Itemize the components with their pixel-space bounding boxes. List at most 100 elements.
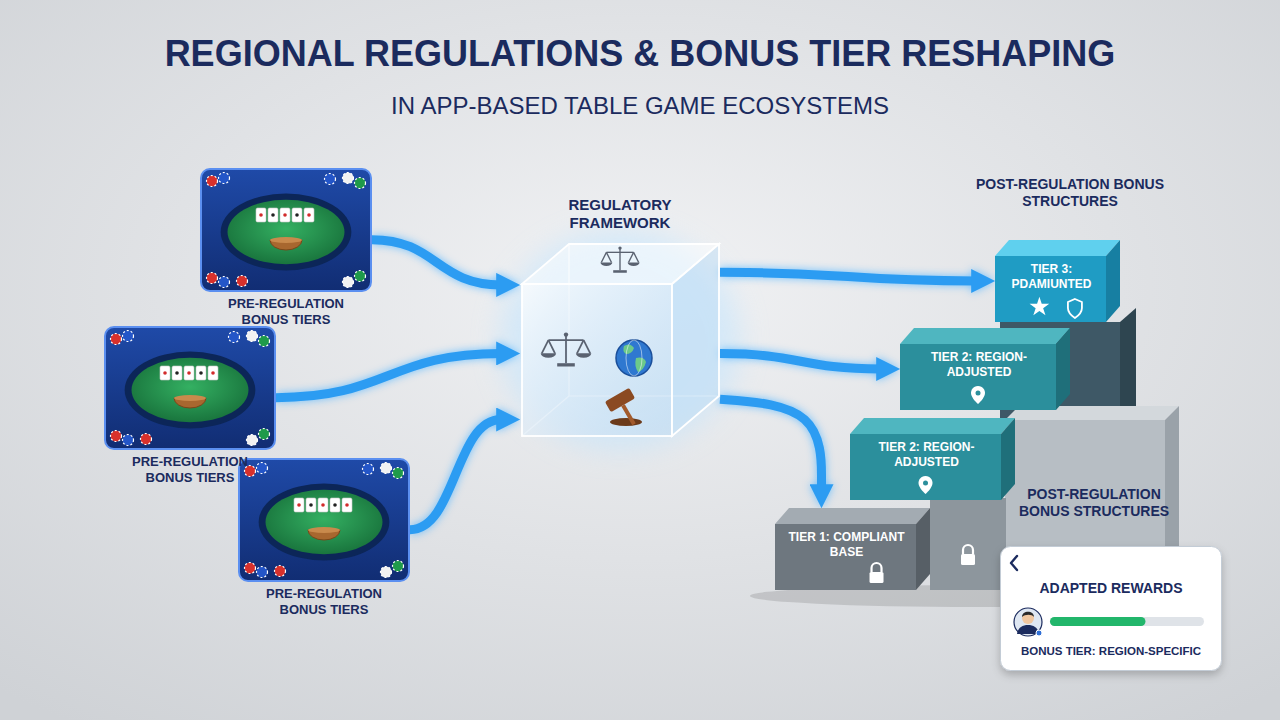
- star-icon: [1030, 297, 1050, 316]
- poker-chip: [275, 566, 286, 577]
- back-column-side: [1120, 308, 1136, 422]
- cube-glow: [500, 230, 740, 450]
- tier-status: BONUS TIER: REGION-SPECIFIC: [1010, 645, 1212, 659]
- table-rim: [221, 194, 352, 271]
- pot-rim: [270, 237, 302, 243]
- poker-chip: [111, 334, 122, 345]
- poker-chip: [247, 435, 258, 446]
- playing-card: [318, 498, 328, 512]
- card-frame: [239, 459, 409, 581]
- poker-chip: [259, 429, 270, 440]
- card-pip: [163, 371, 167, 375]
- scales-pan: [628, 263, 640, 266]
- avatar-hair: [1022, 612, 1034, 617]
- poker-chip: [207, 273, 218, 284]
- scales-line: [584, 340, 591, 353]
- tier-side-face: [1001, 418, 1015, 500]
- location-pin-icon: [919, 476, 933, 494]
- poker-chip: [207, 176, 218, 187]
- poker-chip: [257, 567, 268, 578]
- card-pip: [321, 503, 325, 507]
- poker-chip: [259, 336, 270, 347]
- avatar-row: [1010, 605, 1212, 639]
- title-holder: REGIONAL REGULATIONS & BONUS TIER RESHAP…: [20, 34, 1260, 74]
- avatar-frame: [1014, 608, 1042, 636]
- card-pip: [187, 371, 191, 375]
- tier-label: TIER 3: PDAMIUNTED: [1003, 262, 1100, 292]
- poker-table-card: [104, 326, 276, 450]
- playing-card: [342, 498, 352, 512]
- pin-hole: [923, 481, 928, 486]
- card-pip: [271, 213, 275, 217]
- scales-line: [606, 252, 611, 262]
- table-card: PRE-REGULATION BONUS TIERS: [104, 326, 276, 485]
- pot-rim: [174, 395, 206, 401]
- scales-line: [577, 340, 584, 353]
- poker-chip: [247, 331, 258, 342]
- table-rim: [259, 484, 390, 561]
- table-card: PRE-REGULATION BONUS TIERS: [200, 168, 372, 327]
- location-pin-icon: [971, 386, 985, 404]
- panel-heading: ADAPTED REWARDS: [1010, 580, 1212, 597]
- poker-chip: [111, 431, 122, 442]
- table-card: PRE-REGULATION BONUS TIERS: [238, 458, 410, 617]
- cube-back-edges: [522, 244, 719, 436]
- lock-shackle: [963, 545, 973, 554]
- scales-icon: [541, 332, 592, 366]
- poker-chip: [355, 271, 366, 282]
- flow-arrow: [720, 272, 976, 281]
- playing-card: [330, 498, 340, 512]
- framework-label: REGULATORY FRAMEWORK: [520, 196, 720, 232]
- label-holder: POST-REGULATION BONUS STRUCTURES: [975, 176, 1165, 210]
- shield-icon: [1068, 299, 1082, 318]
- poker-chip: [381, 567, 392, 578]
- poker-table-card: [200, 168, 372, 292]
- flow-arrow: [276, 353, 501, 397]
- tier-front-face: [850, 434, 1001, 500]
- flow-arrow: [720, 399, 822, 489]
- scales-line: [548, 339, 583, 341]
- rewards-panel: ADAPTED REWARDS BONUS TIER: REGION-SPECIF…: [1000, 546, 1222, 671]
- scales-line: [601, 252, 606, 262]
- flow-arrow: [720, 353, 881, 369]
- card-pip: [175, 371, 179, 375]
- subtitle: IN APP-BASED TABLE GAME ECOSYSTEMS: [0, 92, 1280, 121]
- tier-block: TIER 1: COMPLIANT BASE: [775, 508, 930, 590]
- playing-card: [160, 366, 170, 380]
- poker-chip: [325, 174, 336, 185]
- poker-chip: [219, 173, 230, 184]
- progress-fill: [1050, 617, 1145, 626]
- diagram-title: REGIONAL REGULATIONS & BONUS TIER RESHAP…: [20, 34, 1260, 74]
- scales-base: [613, 270, 627, 273]
- gavel-head: [605, 388, 635, 412]
- card-pip: [307, 213, 311, 217]
- gavel: [605, 388, 646, 431]
- poker-chip: [229, 332, 240, 343]
- tier-label: TIER 2: REGION-ADJUSTED: [858, 440, 995, 470]
- globe: [616, 340, 652, 376]
- scales-line: [548, 340, 555, 353]
- card-pip: [345, 503, 349, 507]
- card-pip: [297, 503, 301, 507]
- poker-chip: [237, 276, 248, 287]
- card-pip: [295, 213, 299, 217]
- card-frame: [201, 169, 371, 291]
- poker-chip: [245, 466, 256, 477]
- playing-card: [184, 366, 194, 380]
- pin-hole: [976, 391, 981, 396]
- table-felt: [132, 358, 249, 422]
- cube-front: [522, 284, 672, 436]
- card-pip: [283, 213, 287, 217]
- scales-base: [557, 363, 575, 366]
- card-pip: [309, 503, 313, 507]
- playing-card: [172, 366, 182, 380]
- card-caption: PRE-REGULATION BONUS TIERS: [104, 454, 276, 485]
- poker-chip: [141, 434, 152, 445]
- section-label: POST-REGULATION BONUS STRUCTURES: [975, 176, 1165, 210]
- card-pip: [199, 371, 203, 375]
- table-felt: [228, 200, 345, 264]
- tier-front-face: [775, 524, 916, 590]
- tier-top-face: [775, 508, 930, 524]
- tier-top-face: [850, 418, 1015, 434]
